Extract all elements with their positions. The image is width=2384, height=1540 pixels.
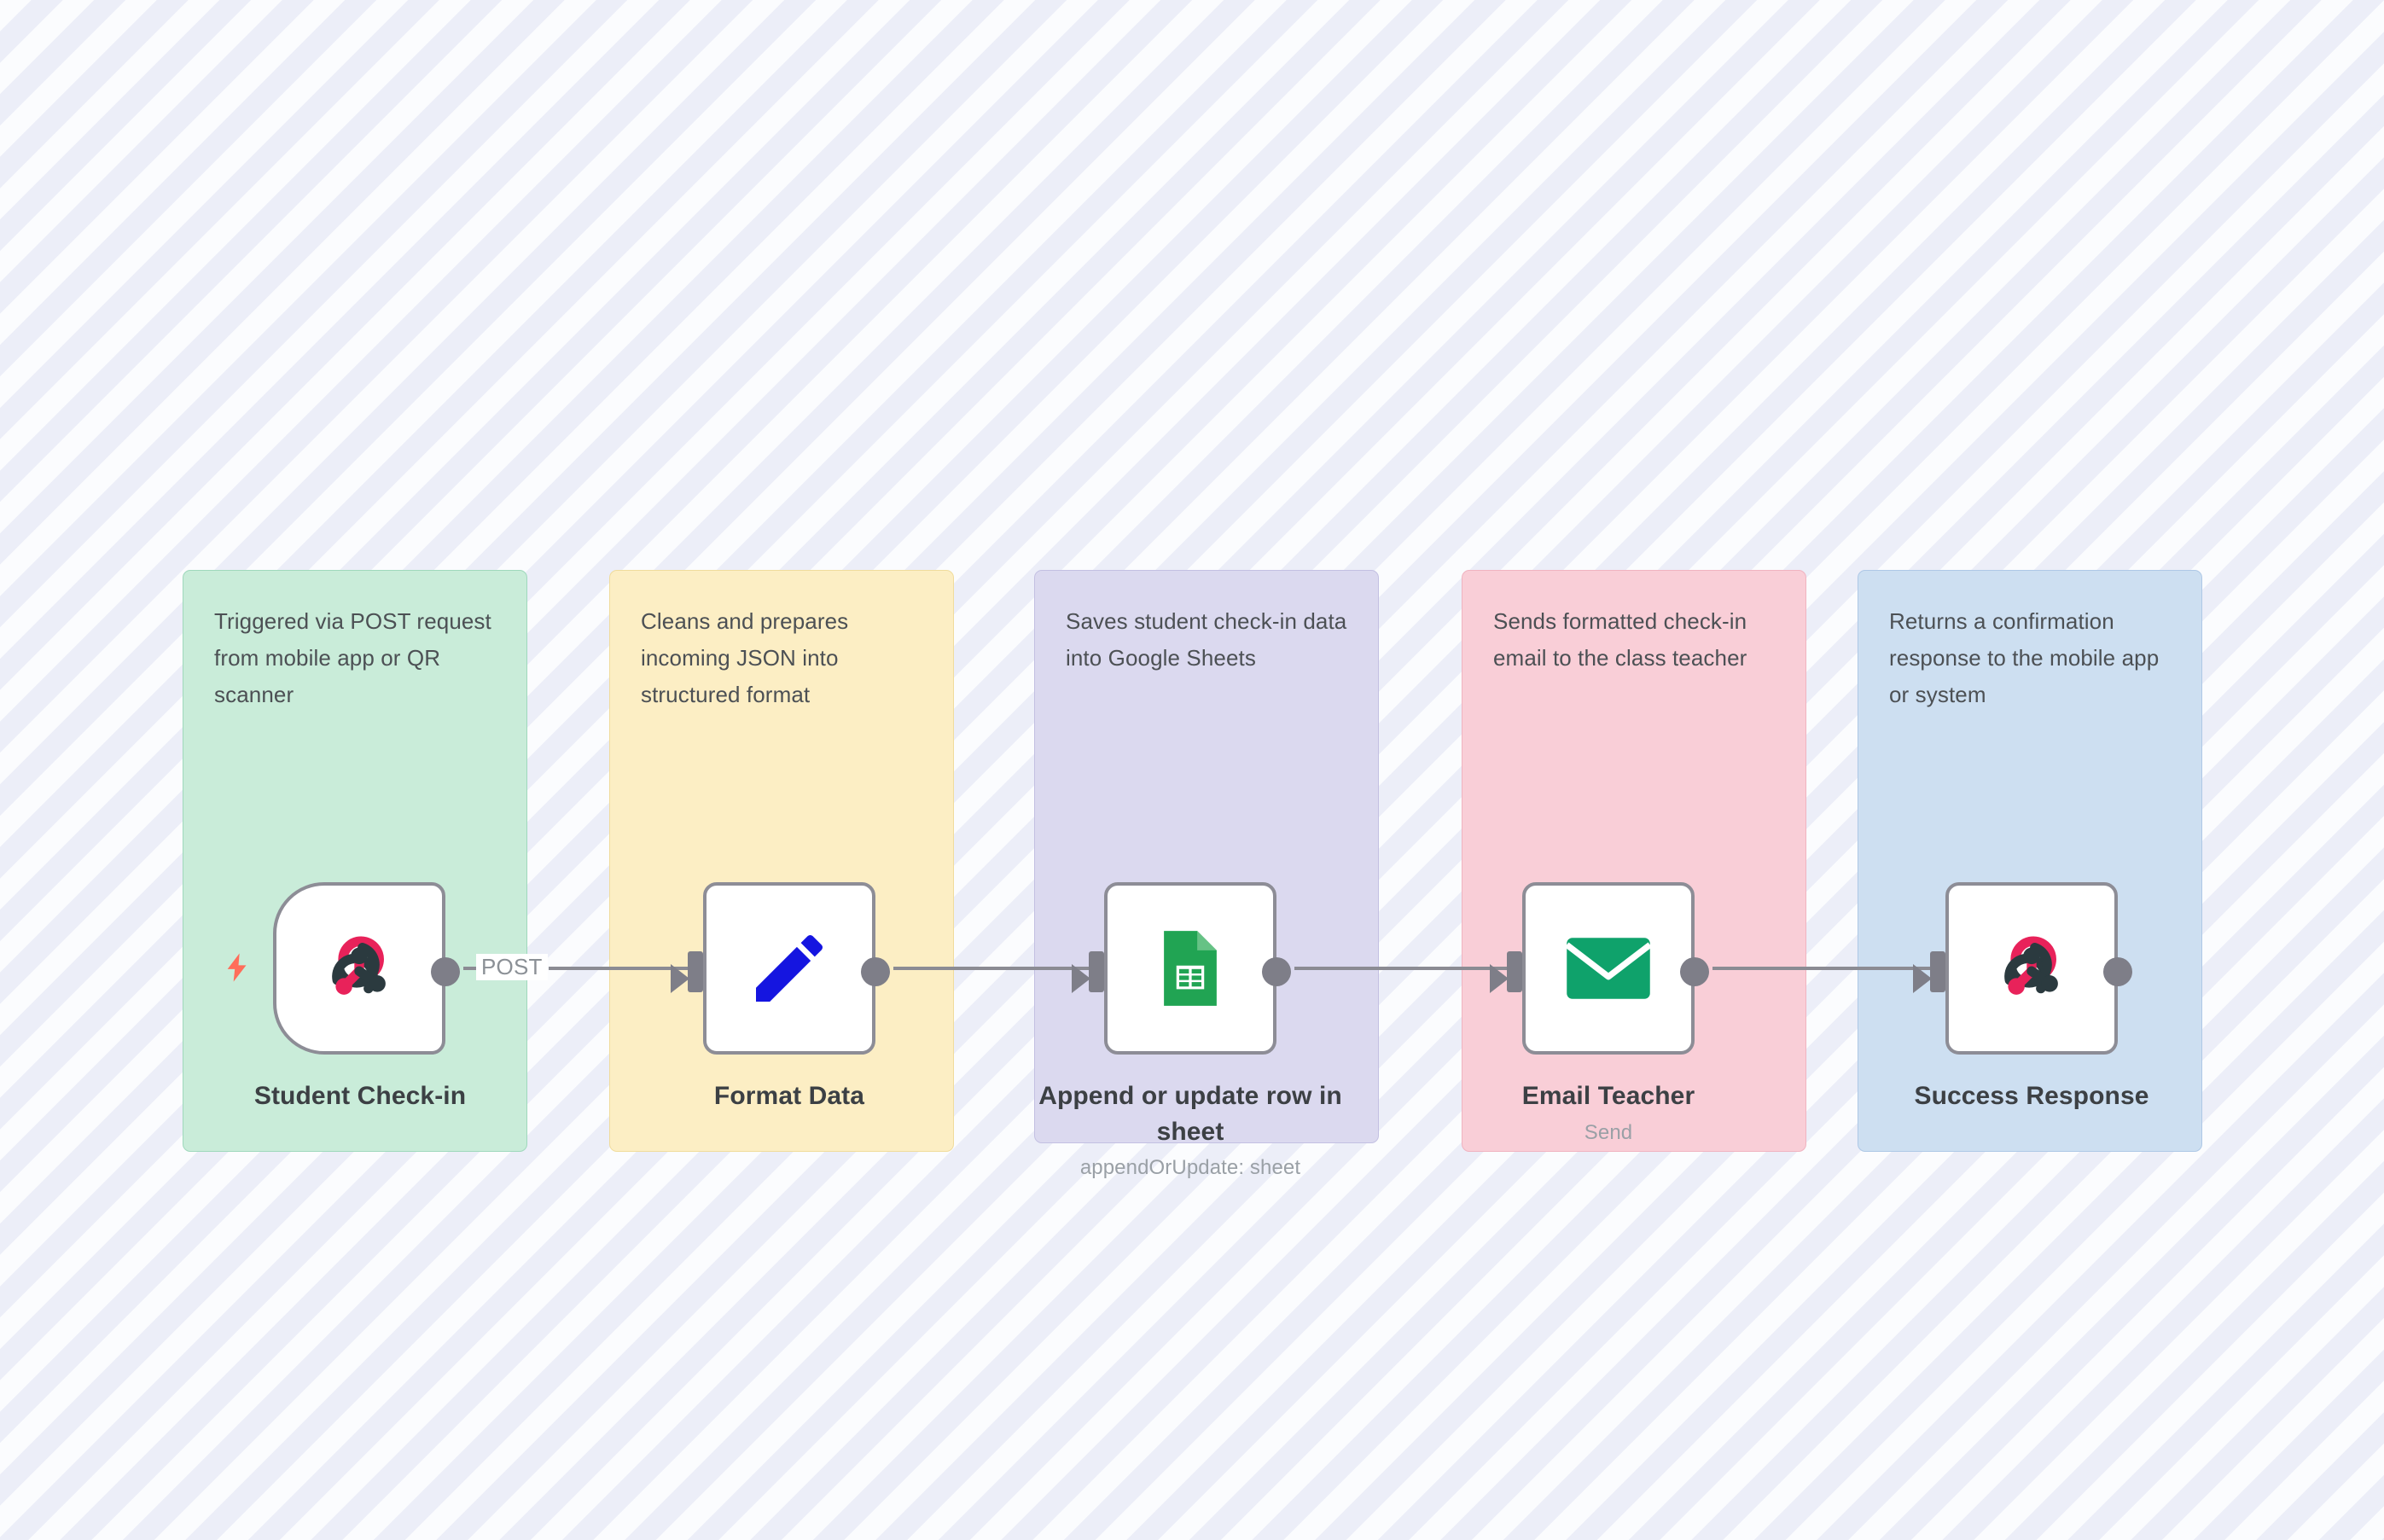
sticky-note-email[interactable]: Sends formatted check-in email to the cl…	[1462, 570, 1806, 1152]
sticky-note-response[interactable]: Returns a confirmation response to the m…	[1858, 570, 2202, 1152]
trigger-bolt-icon	[220, 947, 254, 988]
webhook-icon	[2004, 936, 2058, 995]
node-sublabel-email-teacher: Send	[1584, 1121, 1633, 1144]
output-port[interactable]	[431, 957, 460, 986]
node-label-student-check-in: Student Check-in	[253, 1082, 467, 1110]
input-port-arrow	[1913, 964, 1932, 993]
google-sheets-icon	[1164, 931, 1217, 1006]
sticky-note-sheets[interactable]: Saves student check-in data into Google …	[1034, 570, 1379, 1143]
sticky-note-text: Cleans and prepares incoming JSON into s…	[641, 608, 849, 707]
node-append-or-update-row[interactable]	[1072, 882, 1291, 1055]
connection-label-post: POST	[476, 954, 548, 980]
envelope-icon	[1565, 938, 1652, 999]
node-label-format-data: Format Data	[713, 1082, 865, 1110]
input-port-arrow	[671, 964, 689, 993]
input-port[interactable]	[688, 951, 703, 992]
input-port-arrow	[1072, 964, 1090, 993]
node-label-success-response: Success Response	[1914, 1082, 2149, 1110]
pencil-edit-icon	[756, 934, 823, 1002]
node-student-check-in[interactable]	[273, 882, 460, 1055]
sticky-note-text: Returns a confirmation response to the m…	[1889, 608, 2160, 707]
node-sublabel-append-or-update-row: appendOrUpdate: sheet	[1079, 1156, 1301, 1179]
sticky-note-webhook[interactable]: Triggered via POST request from mobile a…	[183, 570, 527, 1152]
input-port[interactable]	[1089, 951, 1104, 992]
sticky-note-text: Sends formatted check-in email to the cl…	[1493, 608, 1747, 671]
output-port[interactable]	[1680, 957, 1709, 986]
sticky-note-text: Triggered via POST request from mobile a…	[214, 608, 491, 707]
output-port[interactable]	[1262, 957, 1291, 986]
input-port-arrow	[1490, 964, 1509, 993]
node-format-data[interactable]	[671, 882, 890, 1055]
output-port[interactable]	[861, 957, 890, 986]
output-port[interactable]	[2103, 957, 2132, 986]
node-email-teacher[interactable]	[1490, 882, 1709, 1055]
node-label-append-or-update-row: Append or update row in sheet	[1038, 1082, 1342, 1146]
node-success-response[interactable]	[1913, 882, 2132, 1055]
input-port[interactable]	[1507, 951, 1522, 992]
sticky-note-text: Saves student check-in data into Google …	[1066, 608, 1347, 671]
webhook-icon	[332, 936, 386, 995]
node-label-email-teacher: Email Teacher	[1521, 1082, 1695, 1110]
sticky-note-format[interactable]: Cleans and prepares incoming JSON into s…	[609, 570, 954, 1152]
input-port[interactable]	[1930, 951, 1945, 992]
